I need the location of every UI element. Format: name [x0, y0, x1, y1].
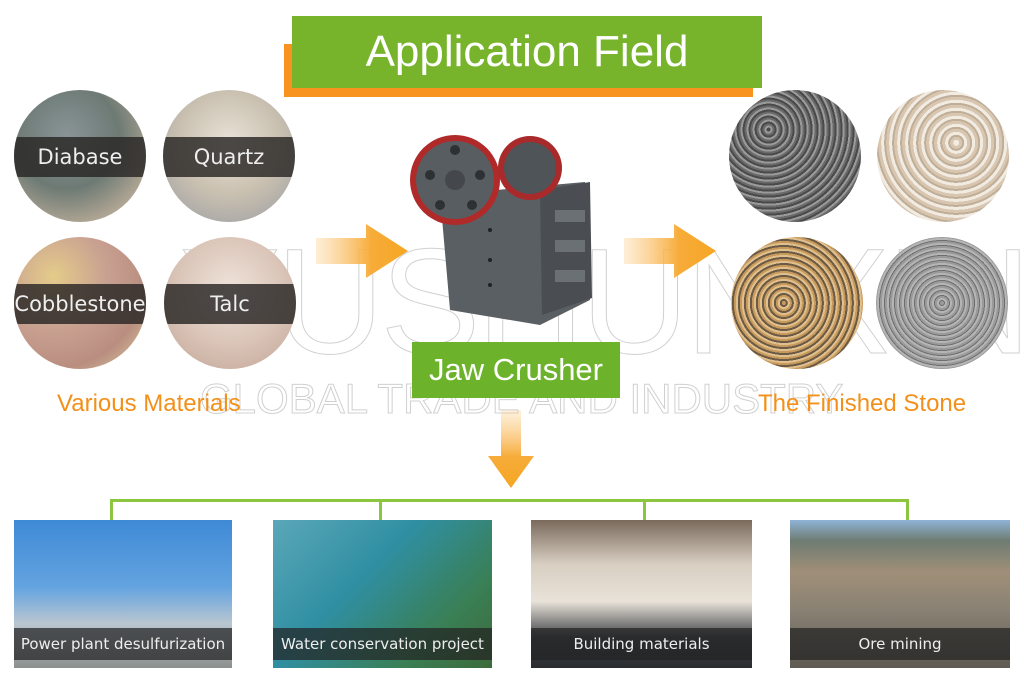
- application-label: Power plant desulfurization: [14, 628, 232, 660]
- finished-stone-fine-gravel: [876, 237, 1008, 369]
- material-diabase: Diabase: [14, 90, 146, 222]
- application-label: Building materials: [531, 628, 752, 660]
- connector-drop: [379, 499, 382, 520]
- connector-horizontal: [111, 499, 908, 502]
- application-water-conservation: Water conservation project: [273, 520, 492, 668]
- arrow-down-icon: [488, 410, 534, 488]
- application-building-materials: Building materials: [531, 520, 752, 668]
- arrow-right-icon: [316, 224, 408, 278]
- material-talc: Talc: [164, 237, 296, 369]
- finished-stone-white-gravel: [877, 90, 1009, 222]
- application-ore-mining: Ore mining: [790, 520, 1010, 668]
- material-quartz: Quartz: [163, 90, 295, 222]
- connector-drop: [643, 499, 646, 520]
- connector-drop: [110, 499, 113, 520]
- finished-heading: The Finished Stone: [758, 390, 967, 417]
- material-label: Diabase: [14, 137, 146, 177]
- material-label: Talc: [164, 284, 296, 324]
- arrow-right-icon: [624, 224, 716, 278]
- finished-stone-dark-gravel: [729, 90, 861, 222]
- jaw-crusher-label: Jaw Crusher: [412, 342, 620, 398]
- finished-stone-pebble-gravel: [731, 237, 863, 369]
- application-label: Water conservation project: [273, 628, 492, 660]
- materials-heading: Various Materials: [57, 390, 241, 417]
- material-label: Quartz: [163, 137, 295, 177]
- page-title: Application Field: [292, 16, 762, 88]
- material-label: Cobblestone: [14, 284, 146, 324]
- application-power-plant: Power plant desulfurization: [14, 520, 232, 668]
- jaw-crusher-machine-icon: [410, 135, 592, 325]
- connector-drop: [906, 499, 909, 520]
- application-label: Ore mining: [790, 628, 1010, 660]
- material-cobblestone: Cobblestone: [14, 237, 146, 369]
